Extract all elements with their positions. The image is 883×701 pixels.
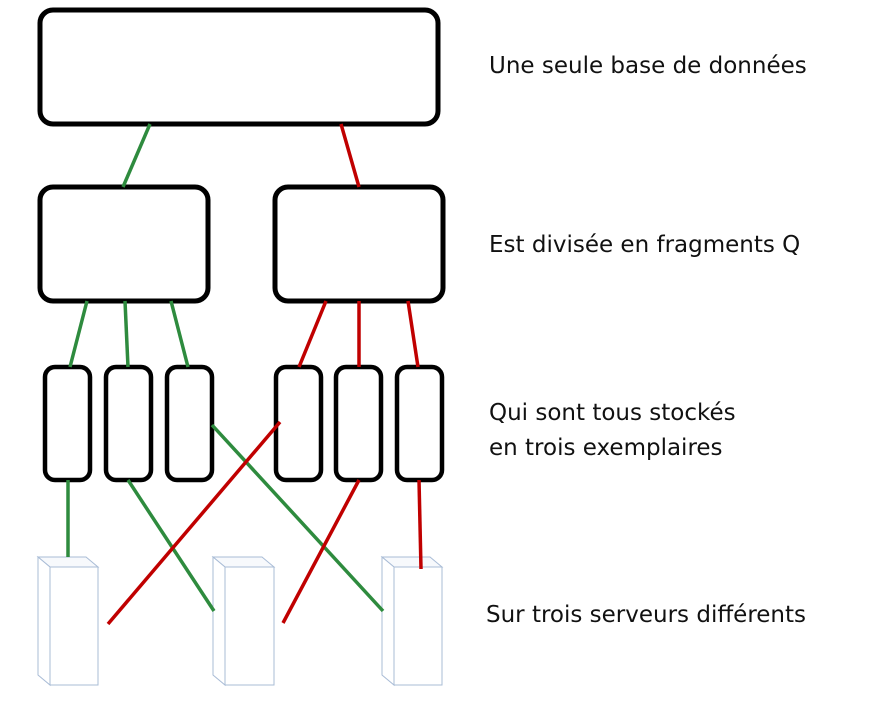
replica-box-red-3 bbox=[394, 364, 445, 483]
caption-servers: Sur trois serveurs différents bbox=[486, 602, 807, 628]
caption-replicas-line2: en trois exemplaires bbox=[489, 435, 723, 461]
connector-fragment-right-to-replica-3 bbox=[406, 300, 420, 368]
caption-replicas-line1: Qui sont tous stockés bbox=[489, 400, 736, 426]
replica-box-green-2 bbox=[103, 364, 154, 483]
connector-replica-red-1-to-server-1 bbox=[106, 420, 282, 626]
connector-db-to-fragment-left bbox=[121, 123, 152, 188]
connector-db-to-fragment-right bbox=[339, 123, 361, 188]
connector-fragment-right-to-replica-1 bbox=[297, 300, 328, 368]
database-box bbox=[37, 7, 441, 127]
connector-fragment-left-to-replica-1 bbox=[68, 300, 89, 368]
caption-database: Une seule base de données bbox=[489, 53, 807, 79]
fragment-box-left bbox=[37, 184, 211, 304]
connector-replica-red-3-to-server-3 bbox=[417, 479, 423, 570]
connector-replica-red-2-to-server-2 bbox=[281, 479, 361, 624]
replica-box-red-1 bbox=[273, 364, 324, 483]
replica-box-red-2 bbox=[333, 364, 384, 483]
caption-fragments: Est divisée en fragments Q bbox=[489, 232, 801, 258]
replica-box-green-3 bbox=[164, 364, 215, 483]
connector-replica-green-2-to-server-2 bbox=[126, 479, 216, 612]
connector-replica-green-3-to-server-3 bbox=[210, 423, 385, 613]
replica-box-green-1 bbox=[42, 364, 93, 483]
fragment-box-right bbox=[272, 184, 446, 304]
server-tower-icon bbox=[36, 555, 100, 687]
server-tower-icon bbox=[380, 555, 444, 687]
server-tower-icon bbox=[211, 555, 276, 687]
connector-fragment-left-to-replica-3 bbox=[169, 300, 190, 368]
connector-fragment-left-to-replica-2 bbox=[123, 300, 130, 368]
